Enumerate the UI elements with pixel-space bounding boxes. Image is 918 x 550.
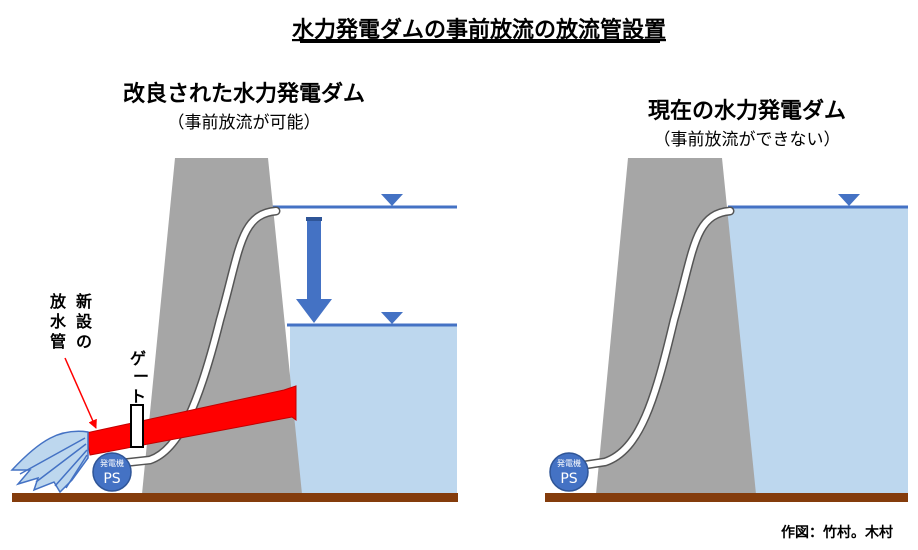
- gate: [130, 404, 144, 448]
- right-ground: [545, 493, 908, 502]
- new-pipe-pointer-arrow: [64, 357, 97, 429]
- page-title: 水力発電ダムの事前放流の放流管設置: [292, 17, 666, 43]
- left-penstock: [119, 208, 279, 466]
- left-ps-generator: 発電機 PS: [92, 452, 132, 492]
- left-subheading: （事前放流が可能）: [168, 113, 321, 133]
- right-subheading: （事前放流ができない）: [654, 130, 841, 150]
- water-drawdown-arrow-icon: [296, 217, 332, 323]
- left-original-level-marker-icon: [381, 194, 403, 206]
- left-lowered-level-marker-icon: [381, 312, 403, 324]
- water-spray-icon: [10, 430, 89, 494]
- credit: 作図：竹村。木村: [781, 524, 893, 541]
- left-ground: [12, 493, 458, 502]
- right-level-marker-icon: [838, 194, 860, 206]
- left-ps-top-label: 発電機: [100, 458, 124, 468]
- right-heading: 現在の水力発電ダム: [648, 98, 846, 124]
- left-heading: 改良された水力発電ダム: [123, 81, 365, 107]
- left-reservoir-water: [290, 325, 457, 495]
- right-ps-main-label: PS: [560, 471, 577, 487]
- right-ps-top-label: 発電機: [557, 458, 581, 468]
- right-reservoir-water: [728, 207, 908, 495]
- left-panel: 改良された水力発電ダム （事前放流が可能） 新設の: [10, 81, 458, 502]
- new-pipe-label-col2: 放水管: [49, 292, 67, 351]
- right-ps-generator: 発電機 PS: [549, 452, 589, 492]
- right-penstock: [582, 208, 733, 468]
- new-pipe-label-col1: 新設の: [76, 292, 93, 351]
- gate-label: ゲート: [130, 349, 149, 406]
- left-ps-main-label: PS: [103, 471, 120, 487]
- right-panel: 現在の水力発電ダム （事前放流ができない） 発電機 PS: [545, 98, 908, 502]
